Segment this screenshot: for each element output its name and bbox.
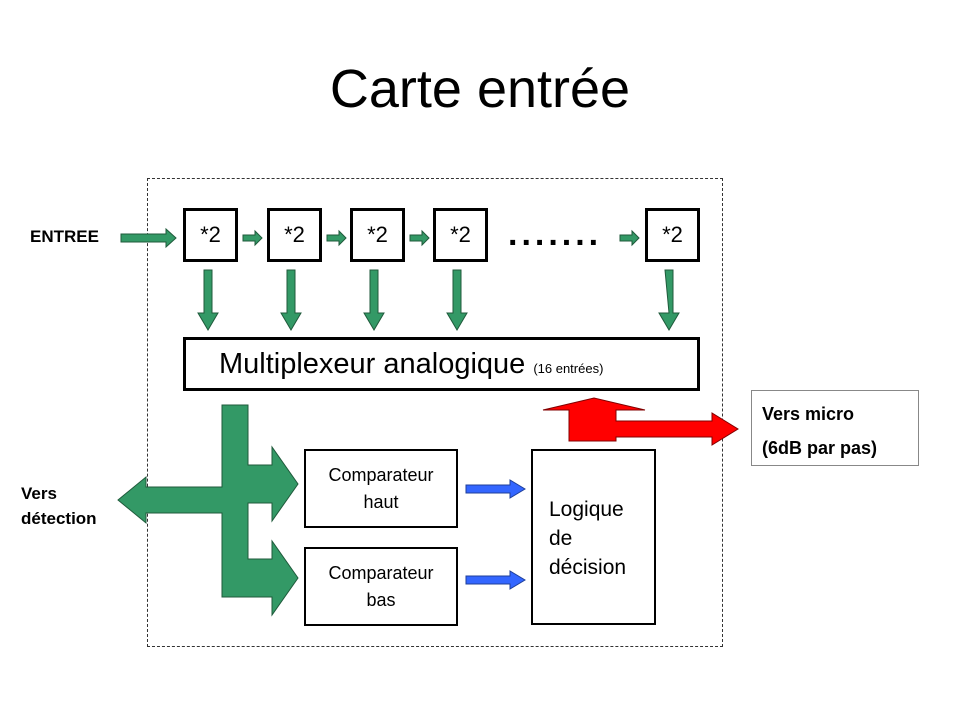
comparator-high-line2: haut — [363, 491, 399, 512]
decision-logic-line2: de — [549, 527, 573, 550]
multiplier-box-2: *2 — [267, 208, 322, 262]
input-label: ENTREE — [30, 227, 99, 246]
comparator-high-line1: Comparateur — [328, 464, 434, 485]
chain-arrow-3 — [409, 229, 430, 247]
distribution-arrow — [117, 404, 299, 617]
chain-arrow-1 — [242, 229, 263, 247]
decision-logic-box: Logique de décision — [531, 449, 656, 625]
decision-logic-line3: décision — [549, 556, 627, 579]
multiplexer-sublabel: (16 entrées) — [533, 360, 604, 376]
multiplexer-label: Multiplexeur analogique — [219, 347, 526, 380]
down-arrow-1 — [197, 269, 219, 331]
detection-output-line2: détection — [21, 509, 97, 528]
micro-output-line2: (6dB par pas) — [762, 438, 878, 458]
chain-arrow-4 — [619, 229, 640, 247]
page-title: Carte entrée — [329, 59, 631, 119]
detection-output-line1: Vers — [21, 484, 57, 503]
multiplier-box-1: *2 — [183, 208, 238, 262]
card-boundary — [147, 178, 723, 647]
micro-output-box: Vers micro (6dB par pas) — [751, 390, 919, 466]
comparator-low-line2: bas — [366, 589, 396, 610]
detection-output-label: Vers détection — [21, 481, 97, 531]
blue-arrow-high — [465, 479, 526, 499]
multiplier-box-4: *2 — [433, 208, 488, 262]
red-arrow — [542, 397, 739, 446]
down-arrow-3 — [363, 269, 385, 331]
decision-logic-line1: Logique — [549, 498, 624, 521]
ellipsis: ....... — [508, 215, 603, 253]
down-arrow-2 — [280, 269, 302, 331]
micro-output-line1: Vers micro — [762, 404, 855, 424]
comparator-low-line1: Comparateur — [328, 562, 434, 583]
multiplier-box-5: *2 — [645, 208, 700, 262]
down-arrow-4 — [446, 269, 468, 331]
multiplier-box-3: *2 — [350, 208, 405, 262]
comparator-high-box: Comparateur haut — [304, 449, 458, 528]
chain-arrow-2 — [326, 229, 347, 247]
input-arrow — [120, 227, 177, 249]
down-arrow-5 — [658, 269, 680, 331]
comparator-low-box: Comparateur bas — [304, 547, 458, 626]
multiplexer-box: Multiplexeur analogique (16 entrées) — [183, 337, 700, 391]
blue-arrow-low — [465, 570, 526, 590]
